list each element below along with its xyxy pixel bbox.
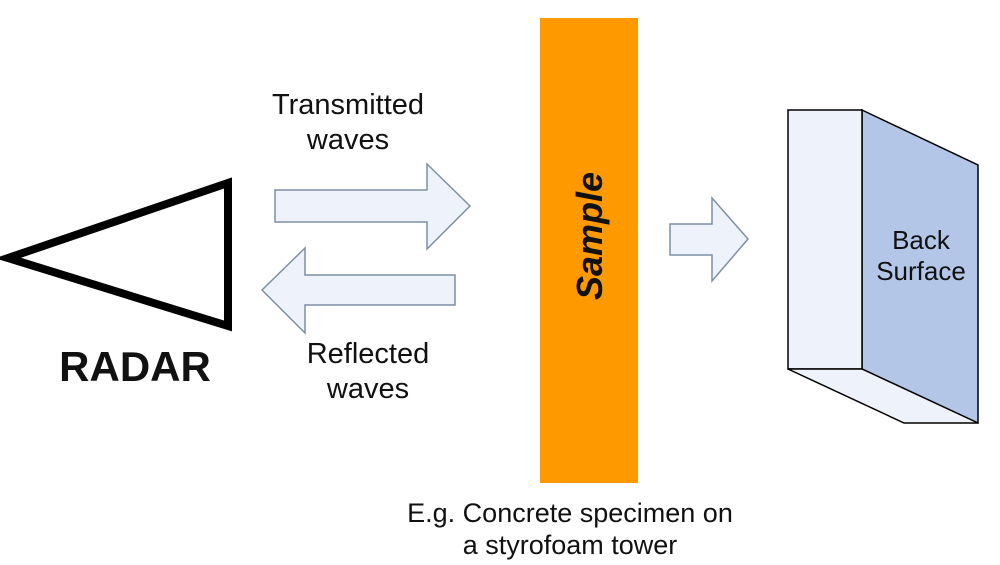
radar-horn-shape	[0, 177, 232, 332]
transmitted-through-arrow	[669, 196, 749, 284]
reflected-waves-label: Reflected waves	[248, 337, 488, 407]
transmitted-label-line2: waves	[306, 123, 390, 156]
caption-line1: E.g. Concrete specimen on	[407, 498, 733, 528]
back-surface-label-line1: Back	[892, 225, 950, 255]
caption-line2: a styrofoam tower	[462, 530, 678, 561]
back-surface-label-line2: Surface	[876, 256, 966, 287]
back-surface-label: Back Surface	[863, 225, 979, 287]
sample-caption: E.g. Concrete specimen on a styrofoam to…	[360, 497, 780, 562]
transmitted-label-line1: Transmitted	[271, 89, 425, 121]
radar-label: RADAR	[59, 343, 211, 390]
transmitted-wave-arrow	[274, 162, 472, 251]
sample-label: Sample	[569, 171, 610, 300]
back-surface-bottom-face	[787, 368, 979, 424]
reflected-label-line1: Reflected	[306, 338, 430, 370]
back-surface-front-face	[787, 109, 863, 370]
reflected-label-line2: waves	[326, 372, 410, 405]
reflected-wave-arrow	[260, 246, 456, 335]
sample-slab	[540, 18, 638, 483]
transmitted-waves-label: Transmitted waves	[228, 88, 468, 158]
